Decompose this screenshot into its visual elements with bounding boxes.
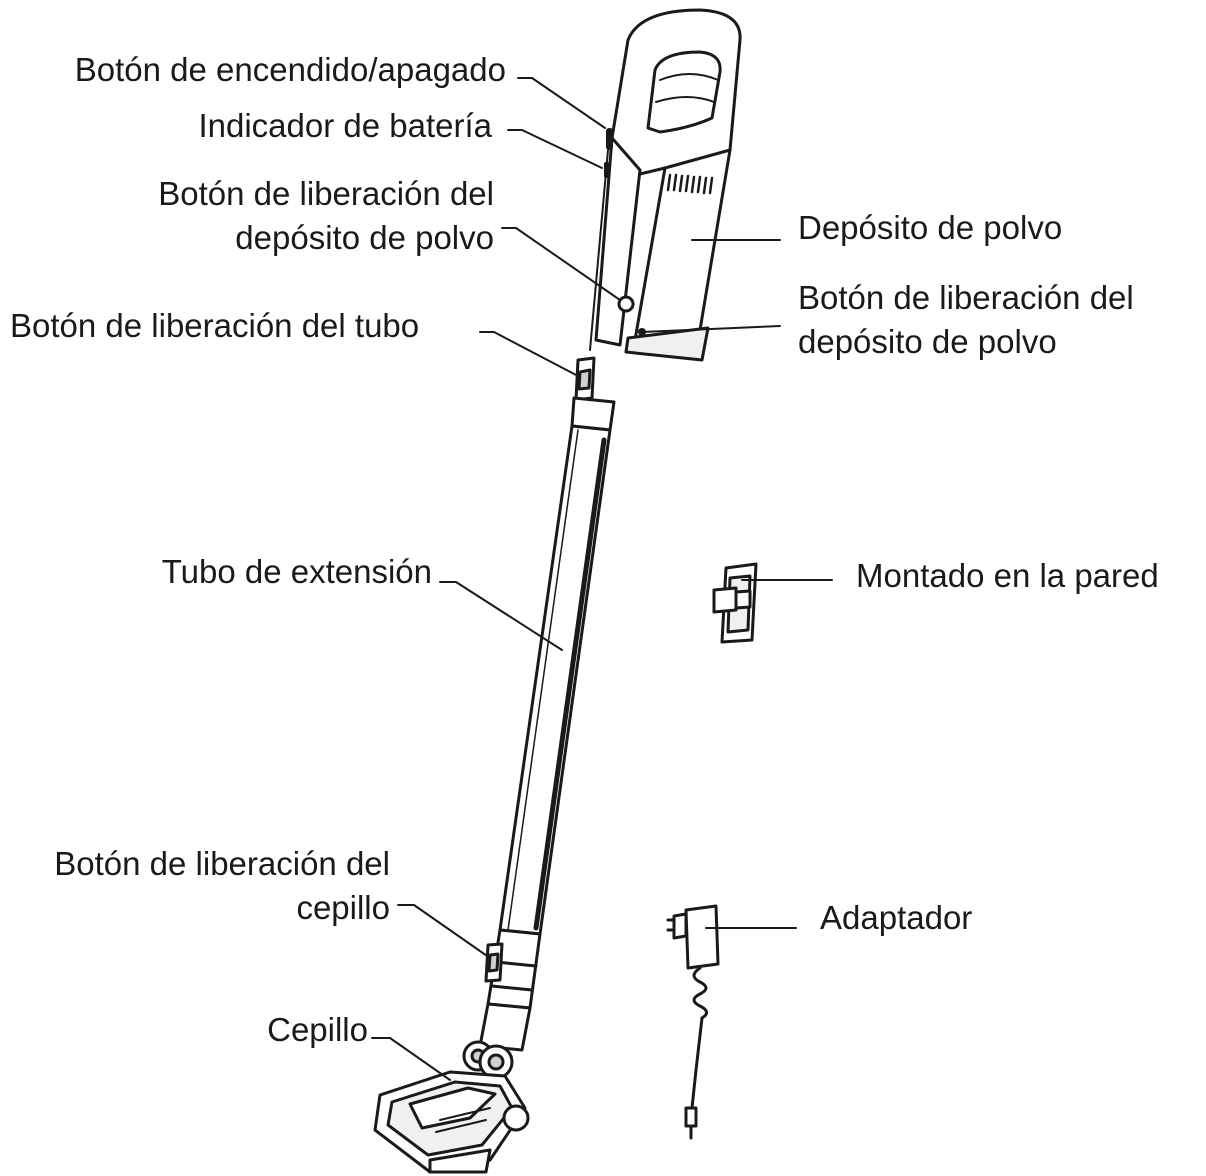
label-brush: Cepillo [267,1011,368,1048]
battery-indicator-shape [604,162,609,178]
brush-head [373,1070,530,1174]
main-body [589,128,642,351]
label-extension-tube: Tubo de extensión [161,553,432,590]
label-dust-container: Depósito de polvo [798,209,1063,246]
dust-container-shape [617,148,732,362]
extension-tube-shape [498,424,612,936]
tube-release-shape [574,356,596,402]
adapter-shape [666,904,720,1140]
brush-release-shape [484,928,542,1010]
label-brush-release: Botón de liberación del cepillo [54,845,390,926]
handle [610,8,742,182]
wall-mount-shape [712,562,758,644]
brush-joint [462,1002,532,1080]
label-dust-release-right: Botón de liberación del depósito de polv… [798,279,1134,360]
leader-lines [371,77,833,1081]
label-wall-mount: Montado en la pared [856,557,1159,594]
label-dust-release-left: Botón de liberación del depósito de polv… [158,175,494,256]
label-tube-release: Botón de liberación del tubo [10,307,420,344]
label-battery-indicator: Indicador de batería [198,107,492,144]
label-adapter: Adaptador [820,899,973,936]
label-power-button: Botón de encendido/apagado [74,51,506,88]
power-button-shape [606,128,613,150]
